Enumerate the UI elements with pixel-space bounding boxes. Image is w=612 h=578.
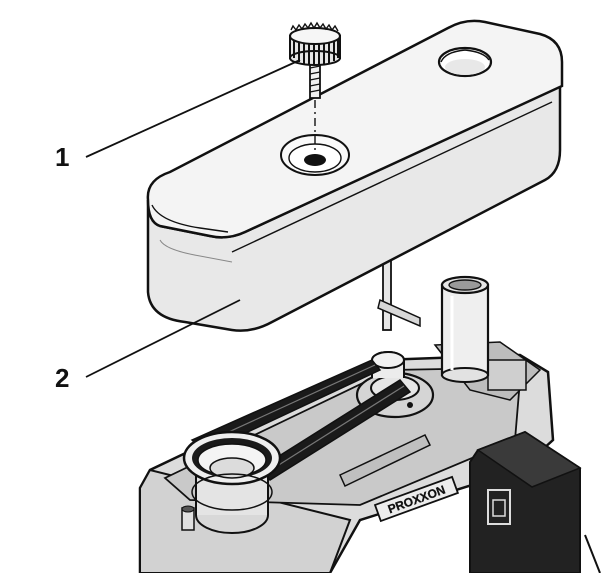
callout-leader-1 [85, 59, 301, 158]
motor-block [469, 430, 582, 574]
callout-leader-2 [85, 299, 241, 378]
knurled-screw [289, 21, 341, 150]
belt-cover [146, 19, 564, 332]
front-pulley [182, 430, 282, 534]
callout-number-1: 1 [55, 142, 70, 172]
guide-rod [377, 255, 421, 331]
callout-number-2: 2 [55, 363, 70, 393]
spindle-sleeve [440, 275, 490, 383]
